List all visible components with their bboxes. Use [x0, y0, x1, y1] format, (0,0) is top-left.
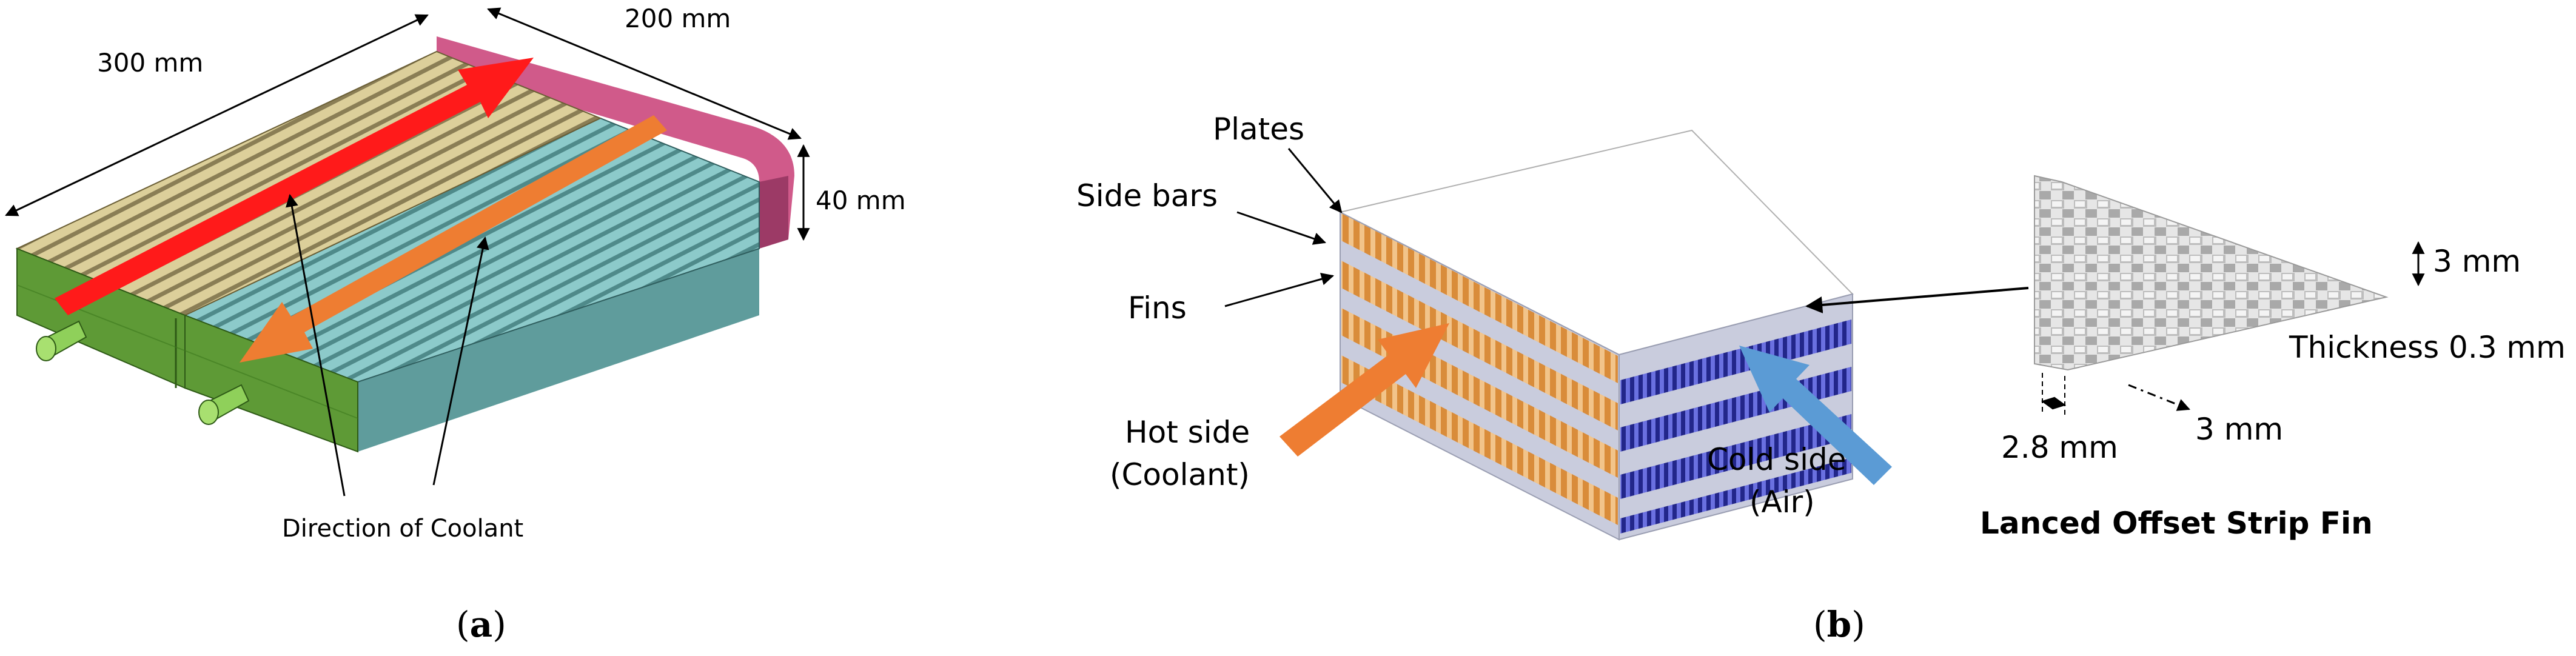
side-bars-pointer	[1236, 211, 1326, 245]
hot-side-label: Hot side	[1125, 415, 1250, 450]
fin-thickness-label: Thickness 0.3 mm	[2289, 330, 2566, 365]
cold-fin-layer-4	[1620, 458, 1851, 534]
fin-pitch-dim	[2041, 397, 2067, 410]
caption-a: (a)	[456, 604, 506, 645]
fin-length-label: 3 mm	[2195, 412, 2283, 447]
end-tank-side	[759, 176, 788, 249]
cold-side-label: Cold side	[1707, 442, 1846, 477]
inlet-pipe-left	[36, 320, 87, 361]
dim-height-label: 40 mm	[816, 186, 906, 215]
dim-width-line	[487, 7, 802, 140]
plate-fin-core-3d	[1280, 129, 1892, 541]
dim-length-line	[5, 14, 429, 216]
side-bars-label: Side bars	[1076, 178, 1218, 213]
dim-width-label: 200 mm	[625, 4, 731, 33]
cold-side-sub-label: (Air)	[1749, 484, 1815, 520]
fins-pointer	[1224, 273, 1335, 307]
cold-side-arrow	[1739, 346, 1892, 485]
pointer-red-arrow	[286, 193, 346, 497]
hot-side-arrow	[1280, 323, 1449, 457]
plates-pointer	[1287, 148, 1343, 213]
cold-fin-layer-1	[1620, 320, 1851, 404]
fin-title: Lanced Offset Strip Fin	[1980, 506, 2373, 541]
teal-core-front	[358, 249, 759, 452]
hot-side-sub-label: (Coolant)	[1110, 457, 1250, 492]
fins-label: Fins	[1128, 290, 1187, 326]
right-header-front	[184, 314, 358, 453]
hot-fin-layer-4	[1341, 355, 1618, 525]
hot-fin-layer-2	[1341, 261, 1618, 430]
dim-length-label: 300 mm	[97, 48, 203, 78]
pointer-orange-arrow	[432, 236, 489, 486]
plates-label: Plates	[1213, 112, 1304, 147]
inlet-pipe-right	[198, 384, 250, 425]
heat-exchanger-3d-model	[15, 36, 794, 453]
caption-b: (b)	[1813, 604, 1865, 645]
fin-length-dim	[2128, 384, 2190, 411]
orange-flow-arrow	[240, 115, 667, 363]
fin-height-label: 3 mm	[2433, 244, 2521, 279]
lanced-offset-strip-fin	[2034, 175, 2389, 371]
hot-fin-layer-1	[1341, 213, 1618, 383]
direction-of-coolant-label: Direction of Coolant	[282, 515, 523, 543]
fin-detail-pointer	[1805, 287, 2029, 313]
cold-fin-layer-3	[1620, 414, 1851, 499]
fin-pitch-label: 2.8 mm	[2001, 430, 2118, 465]
